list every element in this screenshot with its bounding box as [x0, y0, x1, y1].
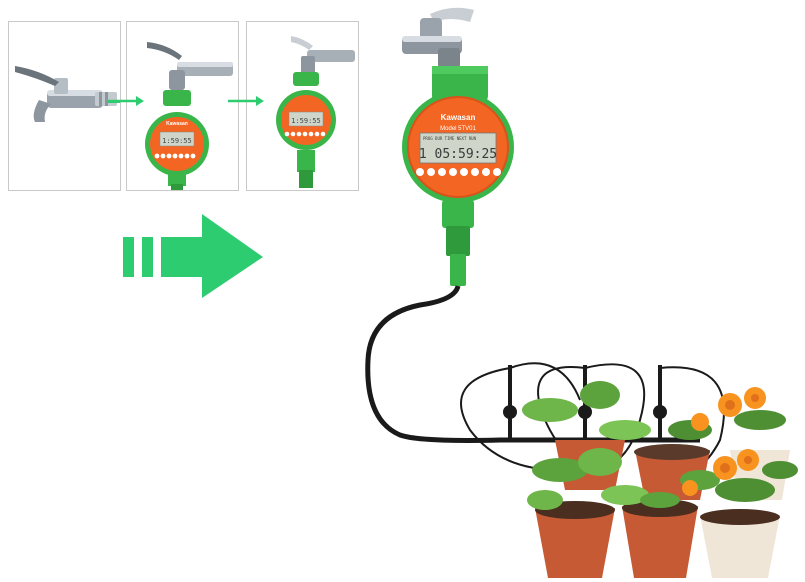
small-lcd-readout: 1:59:55: [162, 137, 192, 145]
brand-label: Kawasan: [441, 113, 476, 122]
faucet-with-connector-illustration: 1:59:55: [276, 36, 355, 188]
timer-buttons: [416, 168, 501, 176]
arrow-right-icon: [108, 96, 144, 106]
double-bar-arrow-icon: [123, 214, 263, 298]
water-timer: Kawasan Model 5TV01 PROG DUR TIME NEXT R…: [402, 66, 514, 286]
faucet-illustration: [15, 66, 120, 122]
faucet: [402, 7, 474, 68]
faucet-with-timer-illustration: Kawasan 1:59:55: [145, 42, 233, 190]
step-3-panel: 1:59:55: [246, 21, 359, 191]
small-brand-label: Kawasan: [166, 121, 188, 127]
small-lcd-readout-2: 1:59:55: [291, 117, 321, 125]
marigold-flowers: [682, 387, 766, 496]
lcd-main-readout: 1 05:59:25: [419, 147, 497, 162]
arrow-right-icon: [228, 96, 264, 106]
lcd-labels: PROG DUR TIME NEXT RUN: [423, 136, 477, 141]
hose: [365, 285, 700, 443]
model-label: Model 5TV01: [440, 126, 476, 132]
step-2-panel: Kawasan 1:59:55: [126, 21, 239, 191]
lcd-screen: [419, 132, 497, 164]
step-1-panel: [8, 21, 121, 191]
plant-leaves: [522, 381, 798, 510]
